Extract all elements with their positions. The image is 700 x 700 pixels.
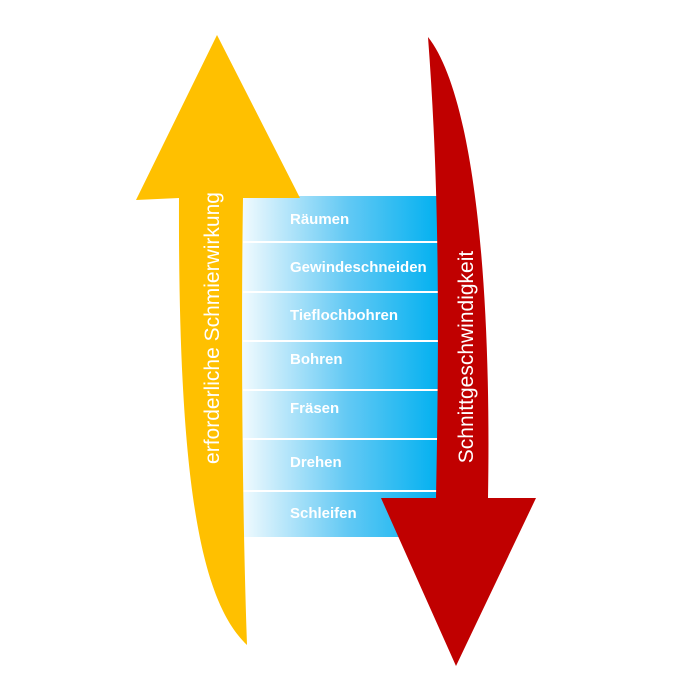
process-item: Gewindeschneiden bbox=[290, 259, 427, 276]
process-item: Räumen bbox=[290, 211, 349, 228]
process-stack-background bbox=[232, 196, 441, 537]
process-item: Tieflochbohren bbox=[290, 307, 398, 324]
process-item: Bohren bbox=[290, 351, 343, 368]
process-stack: RäumenGewindeschneidenTieflochbohrenBohr… bbox=[232, 196, 441, 537]
process-item: Drehen bbox=[290, 454, 342, 471]
up-arrow: erforderliche Schmierwirkung bbox=[136, 35, 300, 645]
down-arrow: Schnittgeschwindigkeit bbox=[381, 37, 536, 666]
process-item: Fräsen bbox=[290, 400, 339, 417]
up-arrow-shape bbox=[136, 35, 300, 645]
down-arrow-shape bbox=[381, 37, 536, 666]
down-arrow-label: Schnittgeschwindigkeit bbox=[455, 251, 478, 464]
up-arrow-label: erforderliche Schmierwirkung bbox=[201, 192, 224, 464]
process-item: Schleifen bbox=[290, 505, 357, 522]
